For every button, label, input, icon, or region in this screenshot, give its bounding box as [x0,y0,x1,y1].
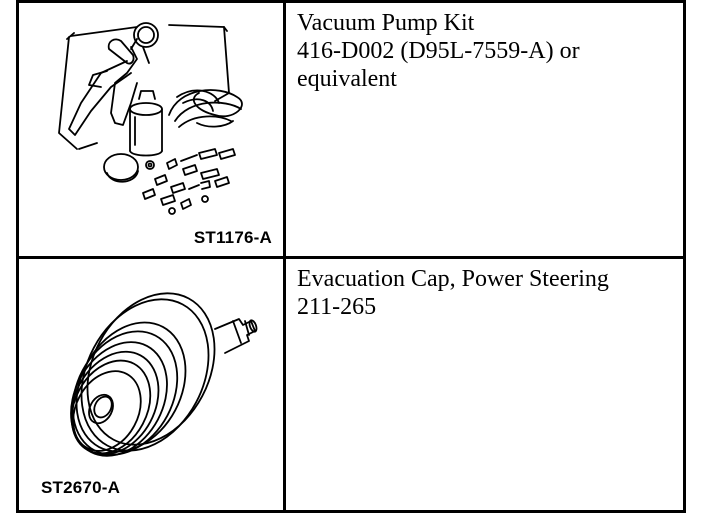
special-tools-table: ST1176-A Vacuum Pump Kit 416-D002 (D95L-… [16,0,686,513]
vacuum-pump-kit-illustration [58,22,243,215]
tool-name: Evacuation Cap, Power Steering [297,266,609,292]
tool-name: Vacuum Pump Kit [297,10,475,36]
tool-part-number: 211-265 [297,294,377,320]
evacuation-cap-illustration [70,292,258,457]
vacuum-pump-kit-cell: ST1176-A [19,3,286,259]
vacuum-pump-kit-description: Vacuum Pump Kit 416-D002 (D95L-7559-A) o… [286,3,683,259]
evacuation-cap-cell: ST2670-A [19,259,286,510]
tool-note: equivalent [297,66,397,92]
figure-label-st1176: ST1176-A [193,228,272,247]
figure-label-st2670: ST2670-A [41,478,121,497]
tool-part-number: 416-D002 (D95L-7559-A) or [297,38,580,64]
evacuation-cap-description: Evacuation Cap, Power Steering 211-265 [286,259,683,510]
